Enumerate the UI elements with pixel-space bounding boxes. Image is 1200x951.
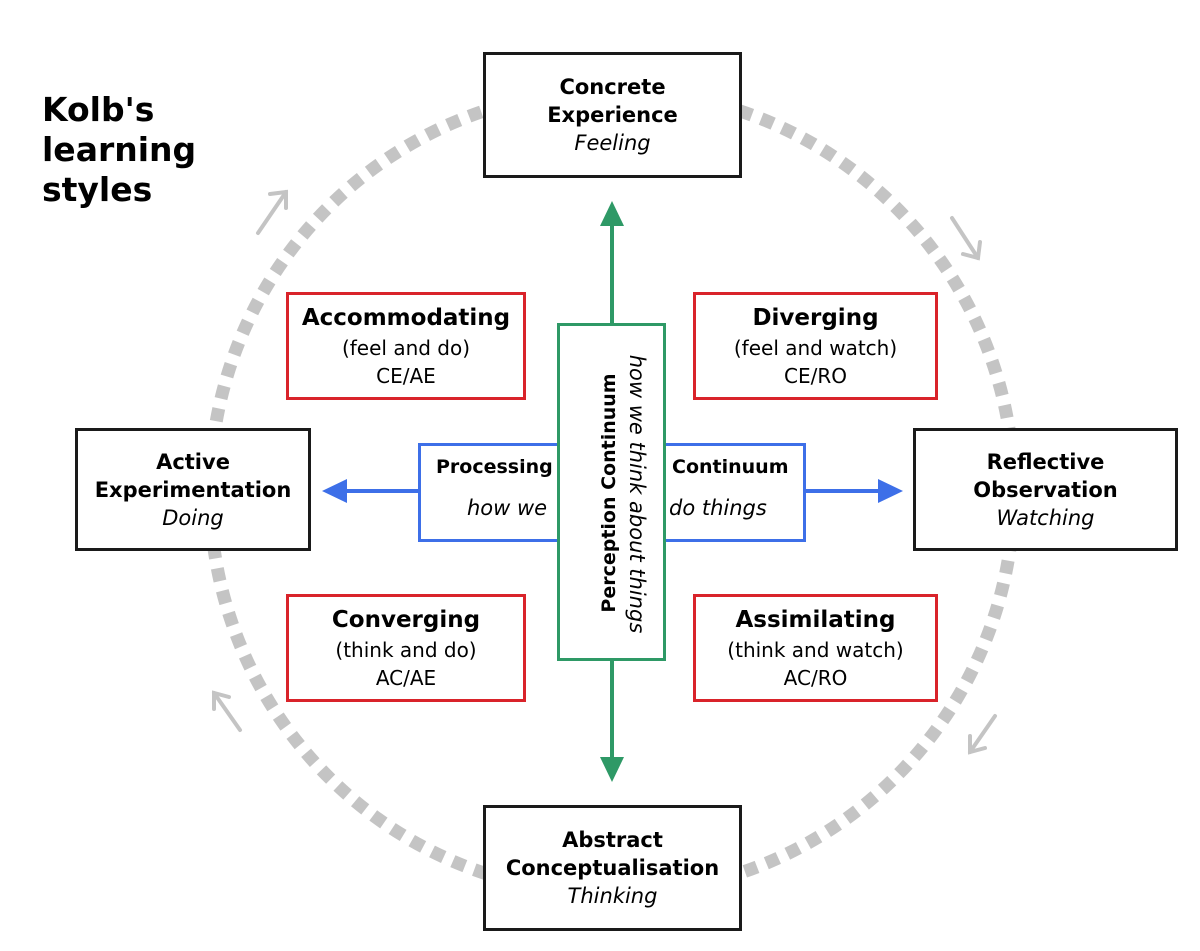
perception-sub: how we think about things xyxy=(625,354,649,634)
pole-bottom-title-1: Abstract xyxy=(562,828,663,852)
style-diverging-name: Diverging xyxy=(752,305,879,331)
style-converging: Converging (think and do) AC/AE xyxy=(286,594,526,702)
style-diverging-code: CE/RO xyxy=(784,364,847,388)
style-assimilating-desc: (think and watch) xyxy=(727,638,904,662)
style-converging-name: Converging xyxy=(331,607,481,633)
pole-concrete-experience: Concrete Experience Feeling xyxy=(483,52,742,178)
cycle-arrow-top-left xyxy=(256,189,288,235)
pole-abstract-conceptualisation: Abstract Conceptualisation Thinking xyxy=(483,805,742,931)
style-assimilating: Assimilating (think and watch) AC/RO xyxy=(693,594,938,702)
style-diverging-desc: (feel and watch) xyxy=(733,336,898,360)
pole-bottom-subtitle: Thinking xyxy=(567,884,658,908)
pole-right-subtitle: Watching xyxy=(996,505,1095,530)
title-line-1: Kolb's xyxy=(42,90,155,129)
pole-left-title-1: Active xyxy=(156,449,230,474)
style-converging-desc: (think and do) xyxy=(335,638,477,662)
pole-top-subtitle: Feeling xyxy=(574,131,651,155)
style-converging-code: AC/AE xyxy=(375,666,437,690)
style-accommodating-code: CE/AE xyxy=(376,364,436,388)
title-line-2: learning xyxy=(42,130,197,169)
perception-arrow-head-down xyxy=(600,757,624,782)
style-accommodating-desc: (feel and do) xyxy=(341,336,471,360)
style-accommodating-name: Accommodating xyxy=(301,305,511,331)
pole-right-title-1: Reflective xyxy=(986,449,1105,474)
pole-bottom-title-2: Conceptualisation xyxy=(505,856,720,880)
pole-left-subtitle: Doing xyxy=(162,505,224,530)
perception-arrow-head-up xyxy=(600,201,624,226)
pole-active-experimentation: Active Experimentation Doing xyxy=(75,428,311,551)
cycle-arrow-top-right xyxy=(950,216,982,261)
processing-sub-right: do things xyxy=(669,496,767,520)
cycle-arrow-bottom-left xyxy=(212,690,242,732)
processing-label-left: Processing xyxy=(436,456,553,478)
pole-top-title-1: Concrete xyxy=(559,75,666,99)
cycle-arrow-bottom-right xyxy=(968,714,997,755)
pole-right-title-2: Observation xyxy=(973,477,1118,502)
diagram-title: Kolb's learning styles xyxy=(42,90,196,210)
pole-reflective-observation: Reflective Observation Watching xyxy=(913,428,1178,551)
perception-label: Perception Continuum xyxy=(598,373,620,613)
processing-label-right: Continuum xyxy=(672,456,789,478)
processing-arrow-head-right xyxy=(878,479,903,503)
style-assimilating-code: AC/RO xyxy=(783,666,848,690)
title-line-3: styles xyxy=(42,170,153,209)
style-accommodating: Accommodating (feel and do) CE/AE xyxy=(286,292,526,400)
style-assimilating-name: Assimilating xyxy=(735,607,896,633)
pole-left-title-2: Experimentation xyxy=(94,477,292,502)
processing-sub-left: how we xyxy=(467,496,548,520)
processing-arrow-head-left xyxy=(322,479,347,503)
perception-continuum-box: Perception Continuum how we think about … xyxy=(557,323,666,661)
pole-top-title-2: Experience xyxy=(547,103,678,127)
style-diverging: Diverging (feel and watch) CE/RO xyxy=(693,292,938,400)
